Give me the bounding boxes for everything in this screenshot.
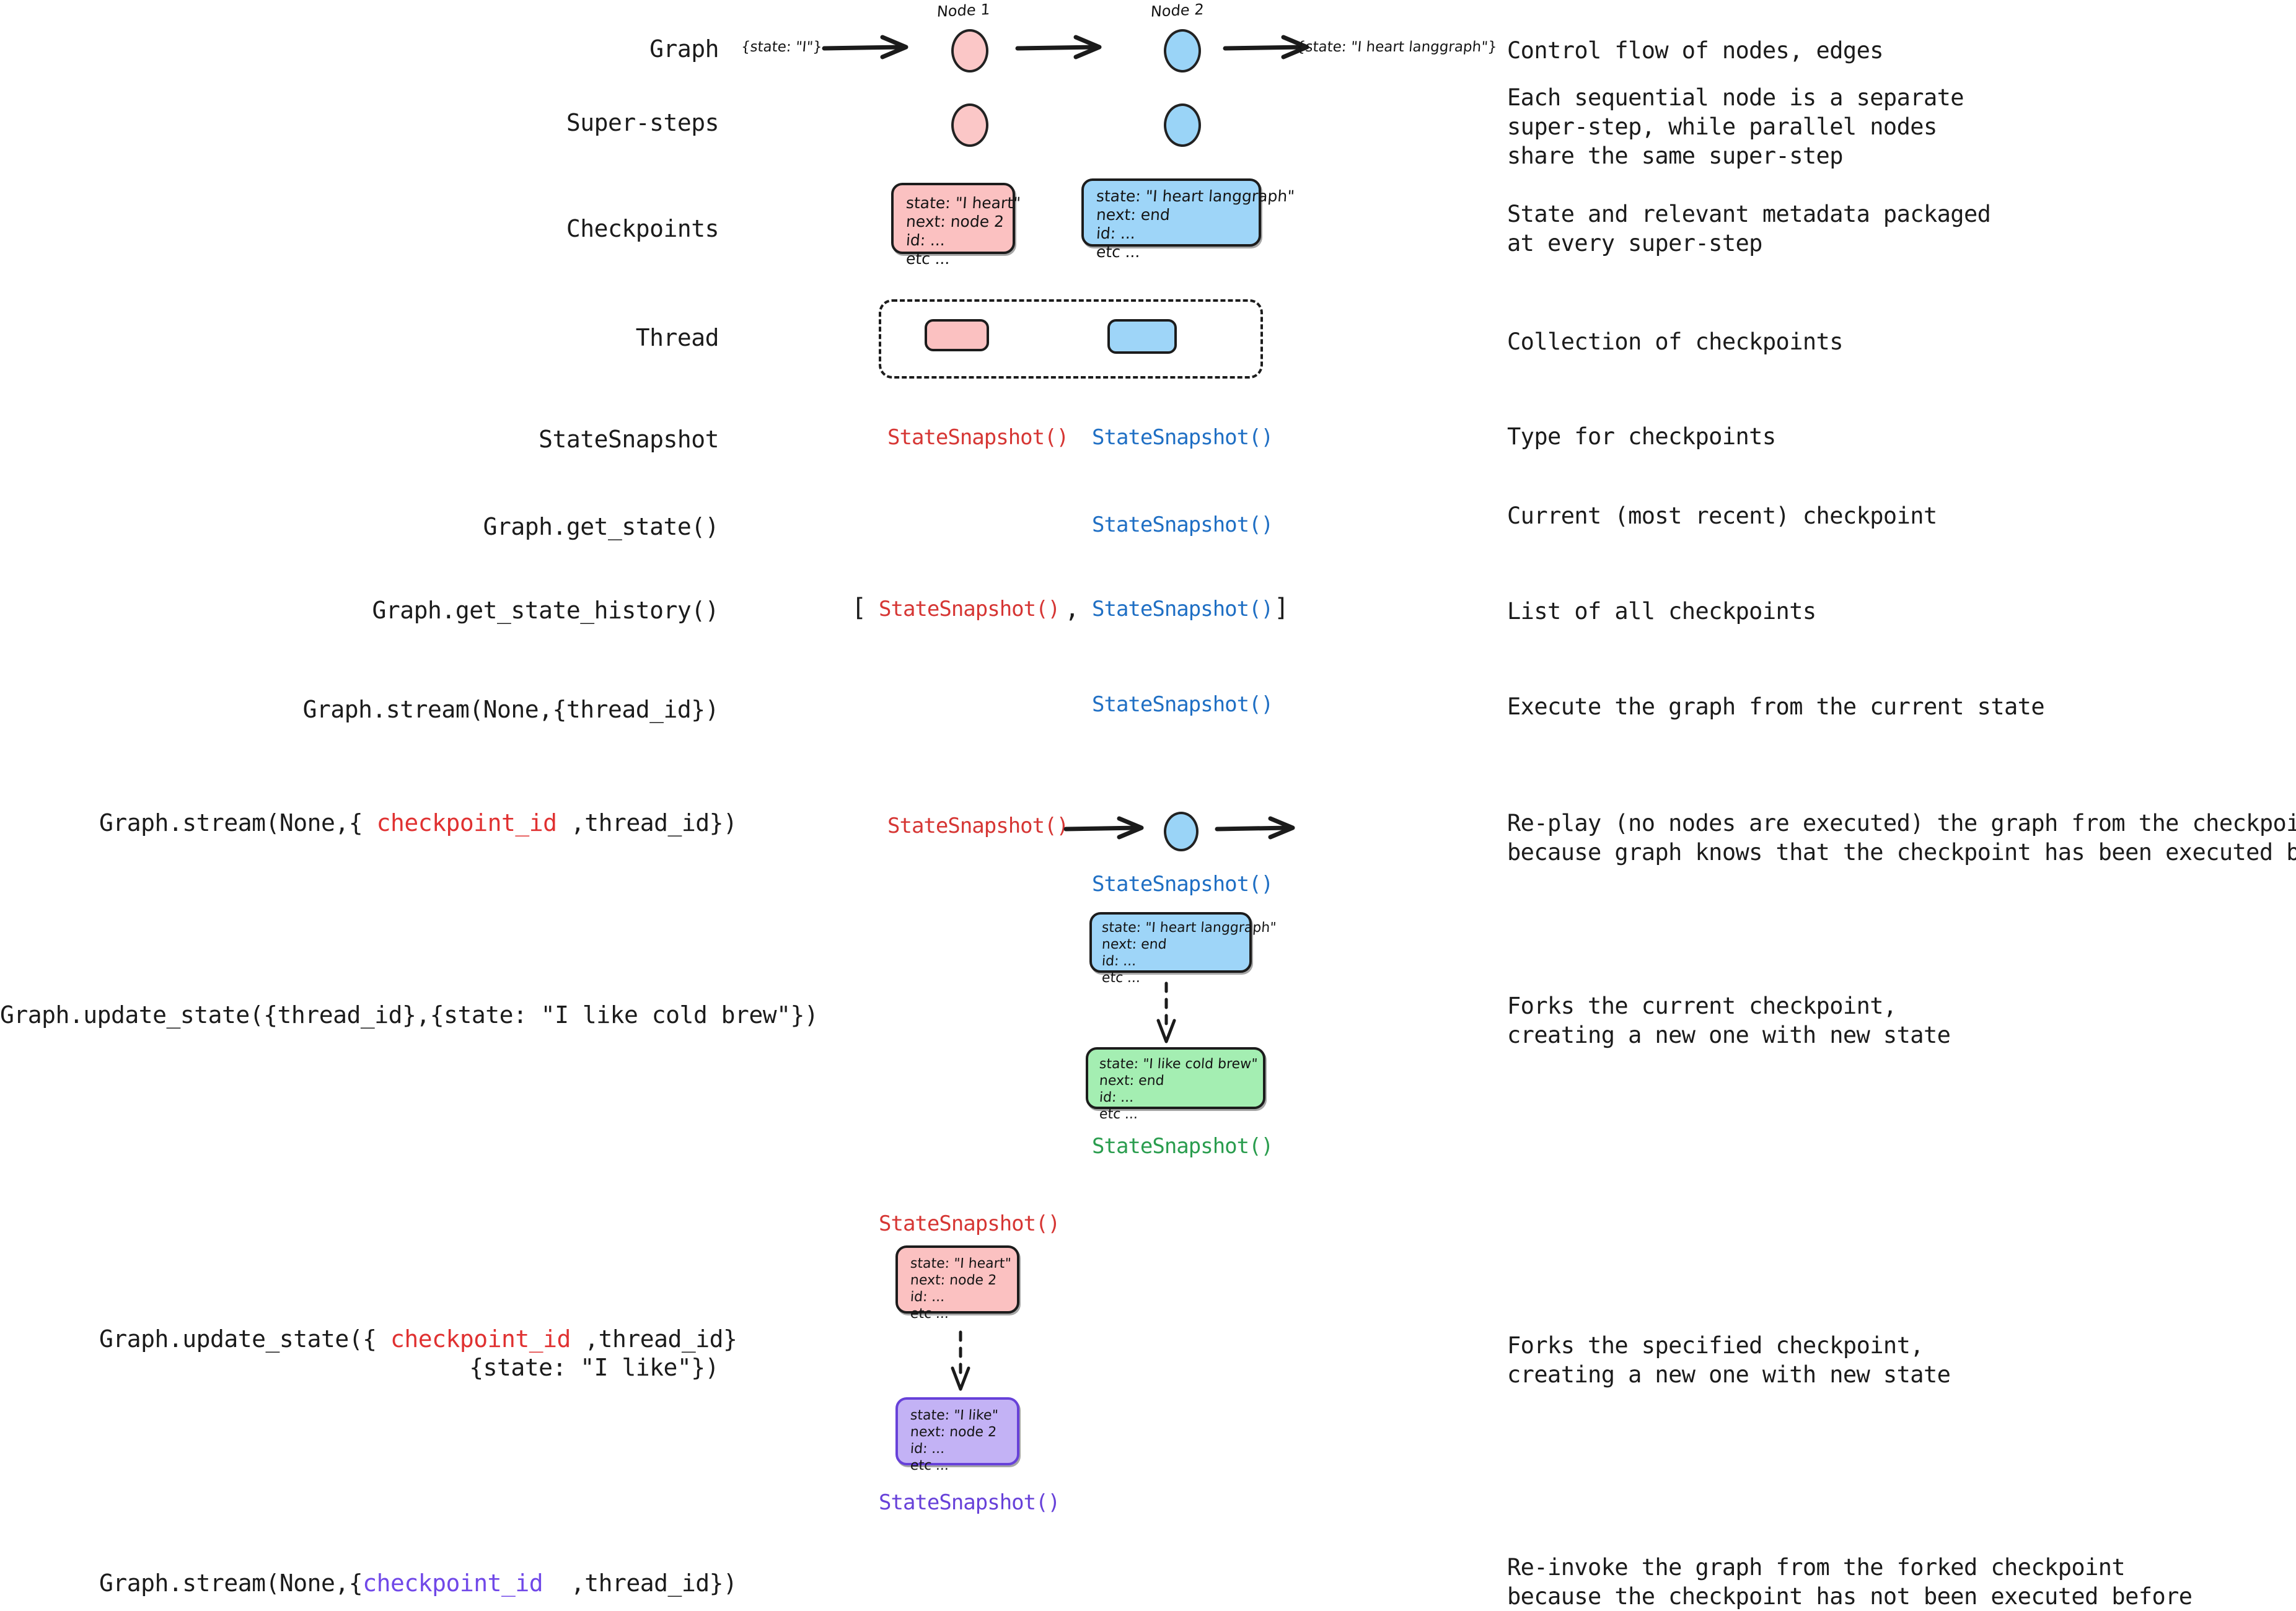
checkpoint-pink-id: id: ...: [905, 231, 946, 249]
arrow-right-icon: [1015, 35, 1102, 59]
checkpoint-pink-spec-next: next: node 2: [910, 1273, 997, 1288]
node-2-caption: Node 2: [1150, 1, 1205, 20]
label-part-suffix: ,thread_id}): [556, 809, 737, 836]
row-label-update-state-checkpoint: Graph.update_state({ checkpoint_id ,thre…: [99, 1325, 737, 1353]
fork-source-snapshot-label-red: StateSnapshot(): [879, 1211, 1060, 1236]
row-desc-stream-thread: Execute the graph from the current state: [1507, 693, 2045, 720]
checkpoint-purple-etc: etc ...: [910, 1458, 950, 1473]
graph-node-2: [1164, 29, 1201, 72]
fork-arrow-down-icon: [951, 1330, 970, 1391]
label-part-prefix: Graph.update_state({: [99, 1325, 390, 1353]
replay-source-snapshot-label: StateSnapshot(): [887, 814, 1069, 838]
fork-result-snapshot-label-purple: StateSnapshot(): [879, 1490, 1060, 1515]
row-label-stream-thread: Graph.stream(None,{thread_id}): [302, 696, 719, 723]
replay-result-snapshot-label: StateSnapshot(): [1092, 872, 1273, 897]
row-label-thread: Thread: [635, 324, 719, 351]
checkpoint-card-purple: state: "I like" next: node 2 id: ... etc…: [895, 1397, 1019, 1473]
super-step-node-1: [951, 103, 988, 147]
history-snapshot-label-red: StateSnapshot(): [879, 597, 1060, 621]
checkpoint-green-id: id: ...: [1099, 1090, 1135, 1105]
label-part-checkpoint-id: checkpoint_id: [390, 1325, 571, 1353]
get-state-snapshot-label: StateSnapshot(): [1092, 512, 1273, 537]
thread-container: [879, 299, 1263, 379]
checkpoint-pink-etc: etc ...: [905, 250, 951, 268]
row-desc-update-state-checkpoint: Forks the specified checkpoint, creating…: [1507, 1332, 1951, 1388]
row-desc-checkpoints: State and relevant metadata packaged at …: [1507, 201, 1991, 257]
checkpoint-blue-state: state: "I heart langgraph": [1096, 187, 1295, 205]
snapshot-label-red: StateSnapshot(): [887, 425, 1069, 450]
row-label-update-state-checkpoint-line2: {state: "I like"}): [469, 1354, 719, 1381]
checkpoint-blue-id: id: ...: [1096, 224, 1137, 242]
row-desc-get-state: Current (most recent) checkpoint: [1507, 503, 1937, 529]
row-desc-update-state-thread: Forks the current checkpoint, creating a…: [1507, 993, 1951, 1048]
row-label-update-state-thread: Graph.update_state({thread_id},{state: "…: [0, 1001, 819, 1029]
row-desc-get-state-history: List of all checkpoints: [1507, 598, 1816, 625]
row-label-get-state: Graph.get_state(): [483, 513, 719, 540]
thread-checkpoint-chip-pink: [925, 319, 989, 351]
checkpoint-purple-id: id: ...: [910, 1441, 946, 1457]
checkpoint-blue-next: next: end: [1096, 206, 1171, 224]
fork-result-snapshot-label-green: StateSnapshot(): [1092, 1134, 1273, 1159]
checkpoint-green-etc: etc ...: [1099, 1107, 1139, 1122]
history-bracket-close: ]: [1274, 594, 1290, 622]
arrow-right-icon: [1063, 816, 1144, 840]
thread-checkpoint-chip-blue: [1107, 319, 1177, 354]
checkpoint-card-blue: state: "I heart langgraph" next: end id:…: [1081, 178, 1295, 261]
checkpoint-card-green: state: "I like cold brew" next: end id: …: [1086, 1047, 1265, 1122]
arrow-right-icon: [822, 35, 908, 59]
row-label-super-steps: Super-steps: [566, 109, 719, 136]
label-part-checkpoint-id: checkpoint_id: [363, 1569, 543, 1597]
checkpoint-pink-spec-id: id: ...: [910, 1289, 946, 1305]
snapshot-label-blue: StateSnapshot(): [1092, 425, 1273, 450]
checkpoint-pink-spec-state: state: "I heart": [910, 1256, 1012, 1271]
graph-output-state-label: {state: "I heart langgraph"}: [1295, 39, 1498, 55]
label-part-prefix: Graph.stream(None,{: [99, 809, 377, 836]
checkpoint-purple-state: state: "I like": [910, 1408, 999, 1423]
node-1-caption: Node 1: [936, 1, 991, 20]
super-step-node-2: [1164, 103, 1201, 147]
checkpoint-green-state: state: "I like cold brew": [1099, 1056, 1259, 1072]
checkpoint-blue-current-state: state: "I heart langgraph": [1101, 920, 1277, 936]
row-desc-graph: Control flow of nodes, edges: [1507, 37, 1884, 64]
checkpoint-purple-next: next: node 2: [910, 1424, 997, 1440]
arrow-right-icon: [1223, 35, 1309, 59]
row-desc-stream-checkpoint-replay: Re-play (no nodes are executed) the grap…: [1507, 810, 2296, 866]
replay-node-2: [1164, 812, 1199, 851]
checkpoint-pink-next: next: node 2: [905, 213, 1005, 230]
stream-thread-snapshot-label: StateSnapshot(): [1092, 692, 1273, 717]
label-part-suffix: ,thread_id}: [570, 1325, 737, 1353]
row-desc-statesnapshot: Type for checkpoints: [1507, 423, 1776, 450]
row-label-get-state-history: Graph.get_state_history(): [372, 597, 719, 624]
graph-node-1: [951, 29, 988, 72]
checkpoint-blue-etc: etc ...: [1096, 243, 1141, 261]
fork-arrow-down-icon: [1156, 981, 1176, 1043]
checkpoint-blue-current-next: next: end: [1101, 937, 1168, 952]
history-snapshot-label-blue: StateSnapshot(): [1092, 597, 1273, 621]
row-desc-super-steps: Each sequential node is a separate super…: [1507, 84, 1964, 169]
checkpoint-card-pink: state: "I heart" next: node 2 id: ... et…: [891, 183, 1021, 268]
checkpoint-pink-state: state: "I heart": [905, 194, 1021, 212]
row-label-checkpoints: Checkpoints: [566, 215, 719, 242]
checkpoint-pink-spec-etc: etc ...: [910, 1306, 950, 1322]
row-label-stream-checkpoint-replay: Graph.stream(None,{ checkpoint_id ,threa…: [99, 809, 737, 837]
checkpoint-blue-current-id: id: ...: [1101, 954, 1137, 969]
checkpoint-card-blue-current: state: "I heart langgraph" next: end id:…: [1089, 912, 1277, 986]
history-comma: ,: [1065, 595, 1080, 623]
label-part-checkpoint-id: checkpoint_id: [376, 809, 557, 836]
row-label-graph: Graph: [649, 35, 719, 63]
row-desc-stream-checkpoint-reinvoke: Re-invoke the graph from the forked chec…: [1507, 1554, 2193, 1610]
history-bracket-open: [: [851, 594, 867, 622]
graph-input-state-label: {state: "I"}: [740, 39, 823, 55]
label-part-suffix: ,thread_id}): [543, 1569, 737, 1597]
arrow-right-icon: [1215, 816, 1295, 840]
checkpoint-green-next: next: end: [1099, 1073, 1165, 1089]
label-part-prefix: Graph.stream(None,{: [99, 1569, 363, 1597]
row-label-statesnapshot: StateSnapshot: [539, 426, 719, 453]
checkpoint-card-pink-specified: state: "I heart" next: node 2 id: ... et…: [895, 1245, 1019, 1322]
row-desc-thread: Collection of checkpoints: [1507, 328, 1844, 355]
row-label-stream-checkpoint-reinvoke: Graph.stream(None,{checkpoint_id ,thread…: [99, 1569, 737, 1597]
